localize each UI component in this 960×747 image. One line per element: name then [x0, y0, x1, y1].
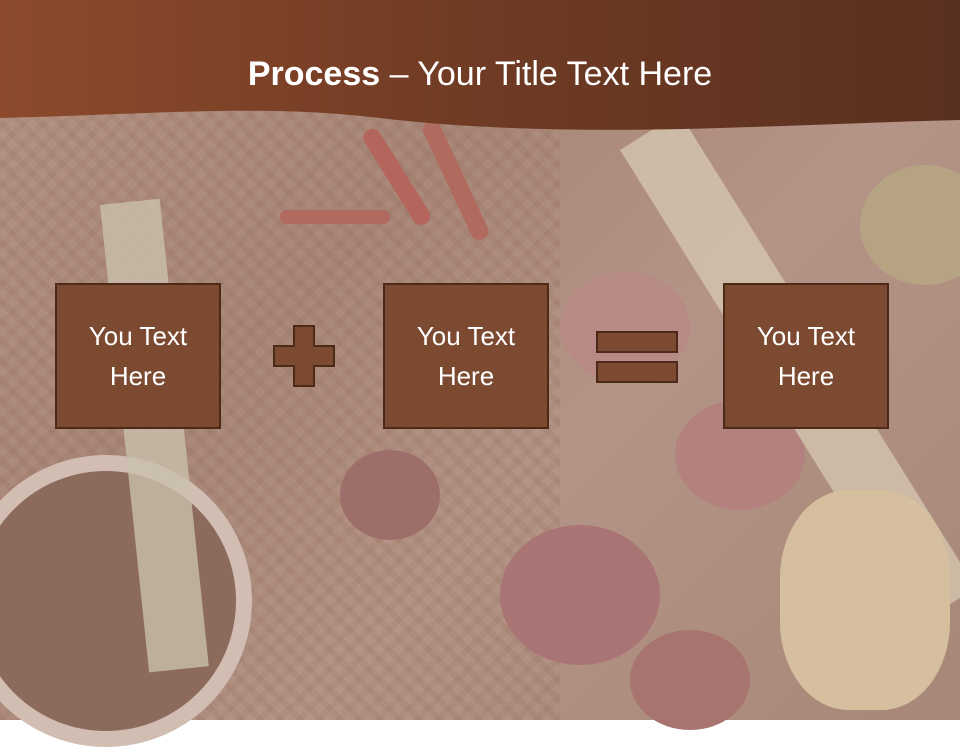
background-onion	[630, 630, 750, 730]
background-lime	[860, 165, 960, 285]
title-bold: Process	[247, 55, 381, 93]
background-ginger	[780, 490, 950, 710]
background-chili	[280, 210, 390, 224]
background-onion	[340, 450, 440, 540]
process-box-3[interactable]: You Text Here	[723, 283, 889, 429]
process-box-1[interactable]: You Text Here	[55, 283, 221, 429]
process-box-3-label: You Text Here	[756, 321, 856, 391]
process-box-2[interactable]: You Text Here	[383, 283, 549, 429]
process-box-1-label: You Text Here	[88, 321, 188, 391]
title-band	[0, 0, 960, 130]
page-title: Process – Your Title Text Here	[0, 52, 960, 96]
equals-icon	[596, 331, 678, 383]
plus-icon	[273, 325, 335, 387]
process-box-2-label: You Text Here	[416, 321, 516, 391]
background-onion	[500, 525, 660, 665]
title-rest: – Your Title Text Here	[380, 55, 713, 93]
